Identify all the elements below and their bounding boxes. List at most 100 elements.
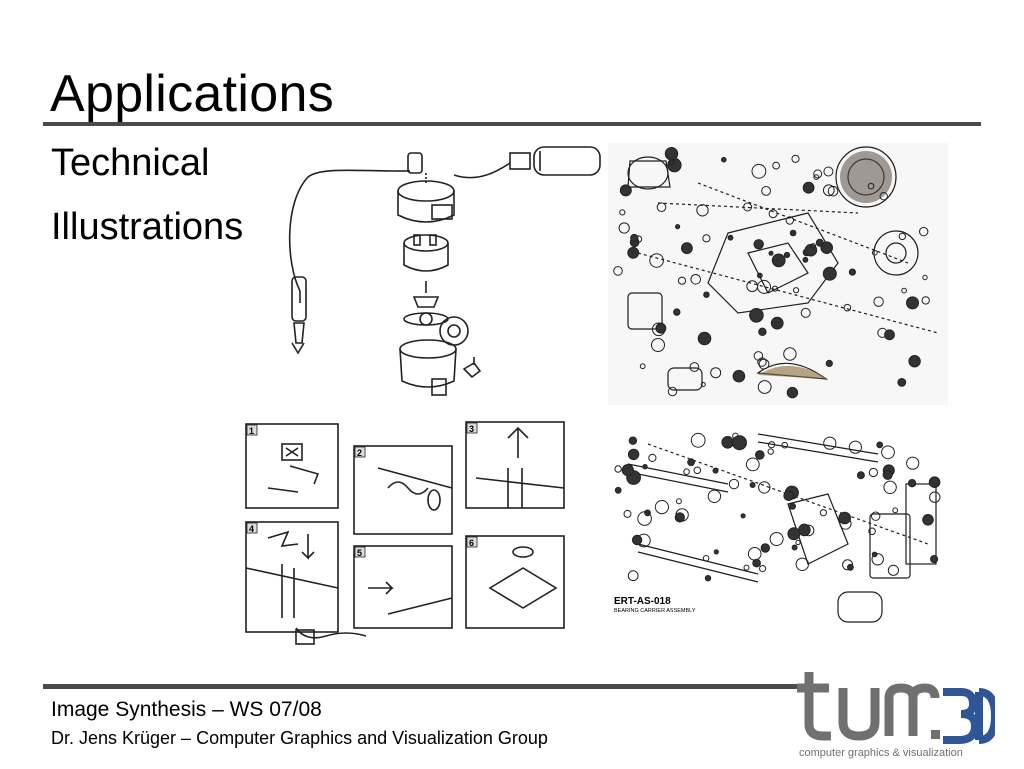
part-washer (867, 182, 875, 190)
step-number: 5 (357, 548, 362, 558)
part-washer (619, 209, 626, 216)
part-washer (848, 268, 856, 276)
part-washer (642, 464, 648, 470)
part-washer (884, 329, 895, 341)
part-washer (871, 553, 884, 566)
part-washer (768, 250, 774, 256)
part-washer (868, 527, 876, 536)
part-washer (687, 458, 695, 467)
part-washer (770, 316, 784, 330)
part-washer (789, 502, 796, 510)
subtitle-line-1: Technical (51, 142, 210, 184)
part-washer (732, 435, 747, 451)
part-washer (876, 441, 884, 449)
part-washer (627, 570, 639, 582)
part-washer (637, 511, 652, 526)
part-washer (721, 435, 734, 449)
part-washer (703, 291, 710, 298)
part-washer (675, 224, 681, 230)
part-washer (825, 359, 833, 367)
slide-title: Applications (50, 65, 334, 123)
part-washer (702, 234, 711, 243)
part-washer (756, 272, 763, 279)
step-number: 4 (249, 524, 254, 534)
part-washer (771, 253, 786, 268)
part-washer (712, 467, 719, 474)
footer-divider (43, 684, 811, 689)
part-washer (675, 498, 682, 505)
assembly-code: ERT-AS-018 (614, 596, 671, 607)
part-washer (871, 249, 878, 256)
part-washer (690, 274, 701, 285)
part-washer (681, 242, 693, 255)
part-washer (815, 238, 824, 247)
part-washer (901, 287, 908, 294)
part-washer (713, 549, 719, 555)
part-washer (758, 327, 767, 337)
part-washer (758, 481, 771, 494)
distributor-illustration (278, 143, 608, 405)
part-washer (683, 468, 690, 476)
part-washer (871, 511, 881, 521)
part-washer (883, 480, 897, 494)
part-washer (813, 174, 820, 180)
part-washer (922, 514, 934, 526)
footer-author: Dr. Jens Krüger – Computer Graphics and … (51, 728, 548, 748)
step-number: 1 (249, 426, 254, 436)
part-washer (667, 386, 678, 397)
part-washer (664, 147, 679, 161)
part-washer (882, 469, 893, 480)
part-washer (621, 464, 634, 477)
part-washer (907, 479, 917, 488)
part-washer (791, 154, 800, 163)
part-washer (919, 226, 929, 237)
part-washer (871, 551, 878, 558)
tum3d-logo: computer graphics & visualization (795, 664, 1000, 764)
step-number: 3 (469, 424, 474, 434)
part-washer (630, 233, 639, 243)
part-washer (758, 358, 770, 370)
part-washer (783, 490, 794, 501)
part-washer (618, 222, 630, 234)
part-washer (747, 547, 762, 561)
subtitle-line-2: Illustrations (51, 206, 244, 248)
part-washer (783, 251, 791, 259)
part-washer (771, 285, 778, 292)
part-washer (761, 186, 772, 196)
part-washer (802, 256, 809, 263)
part-washer (906, 456, 920, 470)
part-washer (881, 445, 895, 460)
part-washer (675, 508, 689, 522)
step-numbers: 1 2 3 4 5 6 (246, 422, 478, 558)
part-washer (639, 363, 646, 370)
part-washer (740, 513, 746, 519)
part-washer (847, 563, 854, 571)
part-washer (823, 436, 837, 450)
assembly-name: BEARING CARRIER ASSEMBLY (614, 608, 696, 614)
part-washer (757, 357, 767, 367)
part-washer (856, 471, 865, 480)
part-washer (614, 465, 622, 473)
part-washer (868, 467, 878, 478)
part-washer (677, 276, 687, 285)
part-washer (656, 202, 667, 212)
part-washer (627, 448, 640, 461)
part-washer (908, 355, 921, 368)
part-washer (613, 266, 623, 276)
part-washer (823, 166, 834, 177)
part-washer (651, 338, 665, 352)
part-washer (696, 204, 709, 217)
part-washer (785, 216, 795, 225)
part-washer (768, 209, 778, 219)
part-washer (791, 544, 798, 551)
part-washer (755, 450, 765, 460)
part-washer (728, 478, 740, 490)
title-divider (43, 122, 981, 126)
part-washer (810, 243, 817, 249)
part-washer (628, 436, 638, 445)
part-washer (848, 440, 862, 454)
part-washer (749, 308, 764, 323)
part-washer (743, 564, 750, 571)
part-washer (759, 565, 767, 573)
part-washer (753, 239, 764, 250)
